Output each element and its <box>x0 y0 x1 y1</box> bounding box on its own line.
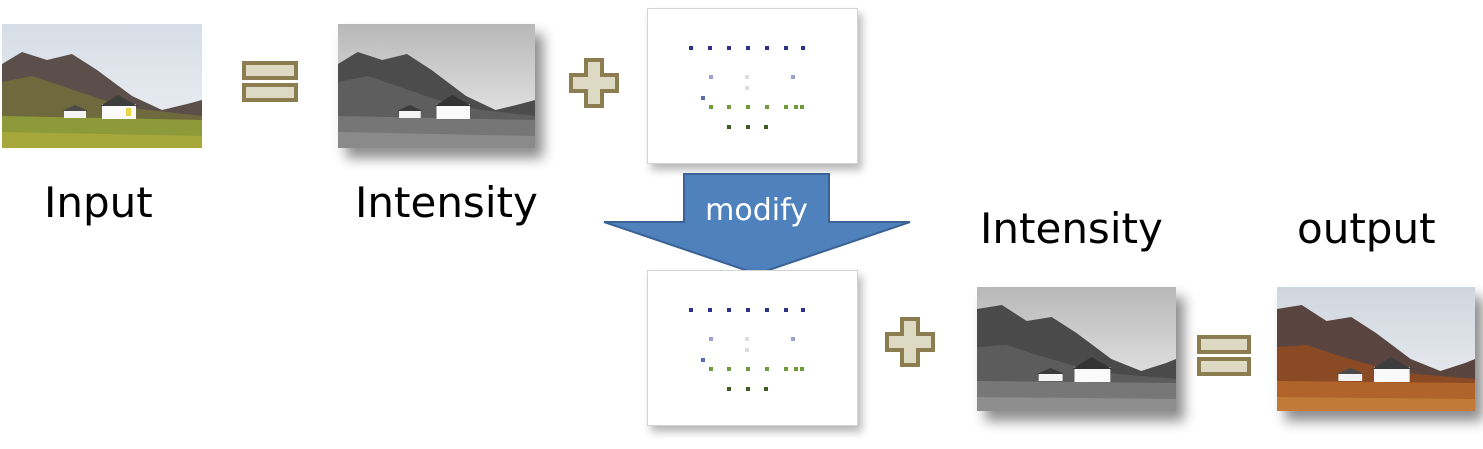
intensity-image-bottom <box>977 287 1176 411</box>
intensity-label-bottom: Intensity <box>980 204 1163 253</box>
equals-icon <box>1196 334 1252 378</box>
plus-icon <box>884 316 936 368</box>
modify-label: modify <box>705 193 808 228</box>
input-image <box>1 24 203 148</box>
plus-icon <box>568 57 620 109</box>
intensity-image-top <box>338 24 535 148</box>
equals-icon <box>241 60 299 104</box>
modify-arrow <box>602 172 912 276</box>
intensity-label-top: Intensity <box>355 178 538 227</box>
input-label: Input <box>44 178 153 227</box>
color-palette-panel-bottom <box>647 270 858 426</box>
output-label: output <box>1297 204 1436 253</box>
color-palette-panel-top <box>647 8 858 164</box>
output-image <box>1277 287 1475 411</box>
